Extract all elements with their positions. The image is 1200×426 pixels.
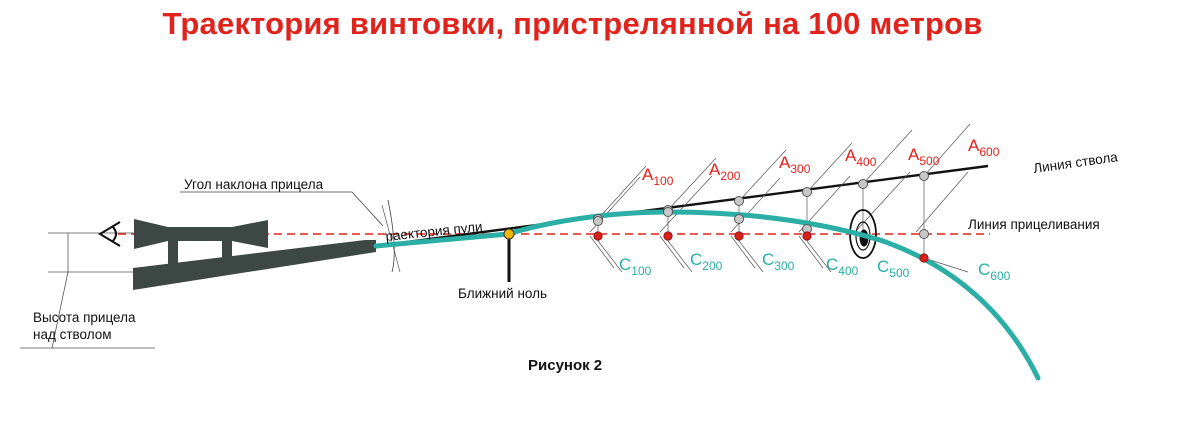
a-label-600: A600 bbox=[968, 136, 1000, 159]
a-label-200: A200 bbox=[709, 160, 741, 183]
near-zero-label: Ближний ноль bbox=[458, 286, 547, 301]
c-label-300: C300 bbox=[762, 250, 795, 273]
hit-points bbox=[593, 231, 929, 263]
scope-mount-front bbox=[222, 238, 232, 258]
bullet-trajectory-curve bbox=[373, 209, 1041, 381]
near-zero-dot bbox=[503, 228, 515, 240]
c-label-500: C500 bbox=[877, 257, 910, 280]
eye-icon bbox=[98, 221, 121, 247]
scope-height-bracket bbox=[20, 232, 155, 349]
scope-height-label-line2: над стволом bbox=[33, 327, 112, 342]
a-label-500: A500 bbox=[908, 145, 940, 168]
rifle bbox=[133, 219, 376, 290]
a-label-400: A400 bbox=[845, 146, 877, 169]
trajectory-points bbox=[593, 207, 929, 239]
scope-height-label-line1: Высота прицела bbox=[33, 310, 136, 325]
rifle-scope bbox=[134, 219, 268, 249]
barrel-line-label: Линия ствола bbox=[1032, 149, 1119, 176]
a-label-300: A300 bbox=[779, 153, 811, 176]
a-label-100: A100 bbox=[642, 165, 674, 188]
barrel-line bbox=[375, 164, 989, 248]
scope-mount-rear bbox=[168, 238, 178, 264]
aim-line-label: Линия прицеливания bbox=[968, 217, 1100, 232]
rifle-barrel bbox=[133, 240, 376, 290]
c-label-200: C200 bbox=[690, 250, 723, 273]
c-label-600: C600 bbox=[978, 260, 1011, 283]
diagram-title: Траектория винтовки, пристрелянной на 10… bbox=[162, 6, 983, 41]
scope-angle-label: Угол наклона прицела bbox=[184, 177, 324, 192]
c-label-100: C100 bbox=[619, 255, 652, 278]
c-label-400: C400 bbox=[826, 255, 859, 278]
figure-caption: Рисунок 2 bbox=[528, 357, 602, 374]
